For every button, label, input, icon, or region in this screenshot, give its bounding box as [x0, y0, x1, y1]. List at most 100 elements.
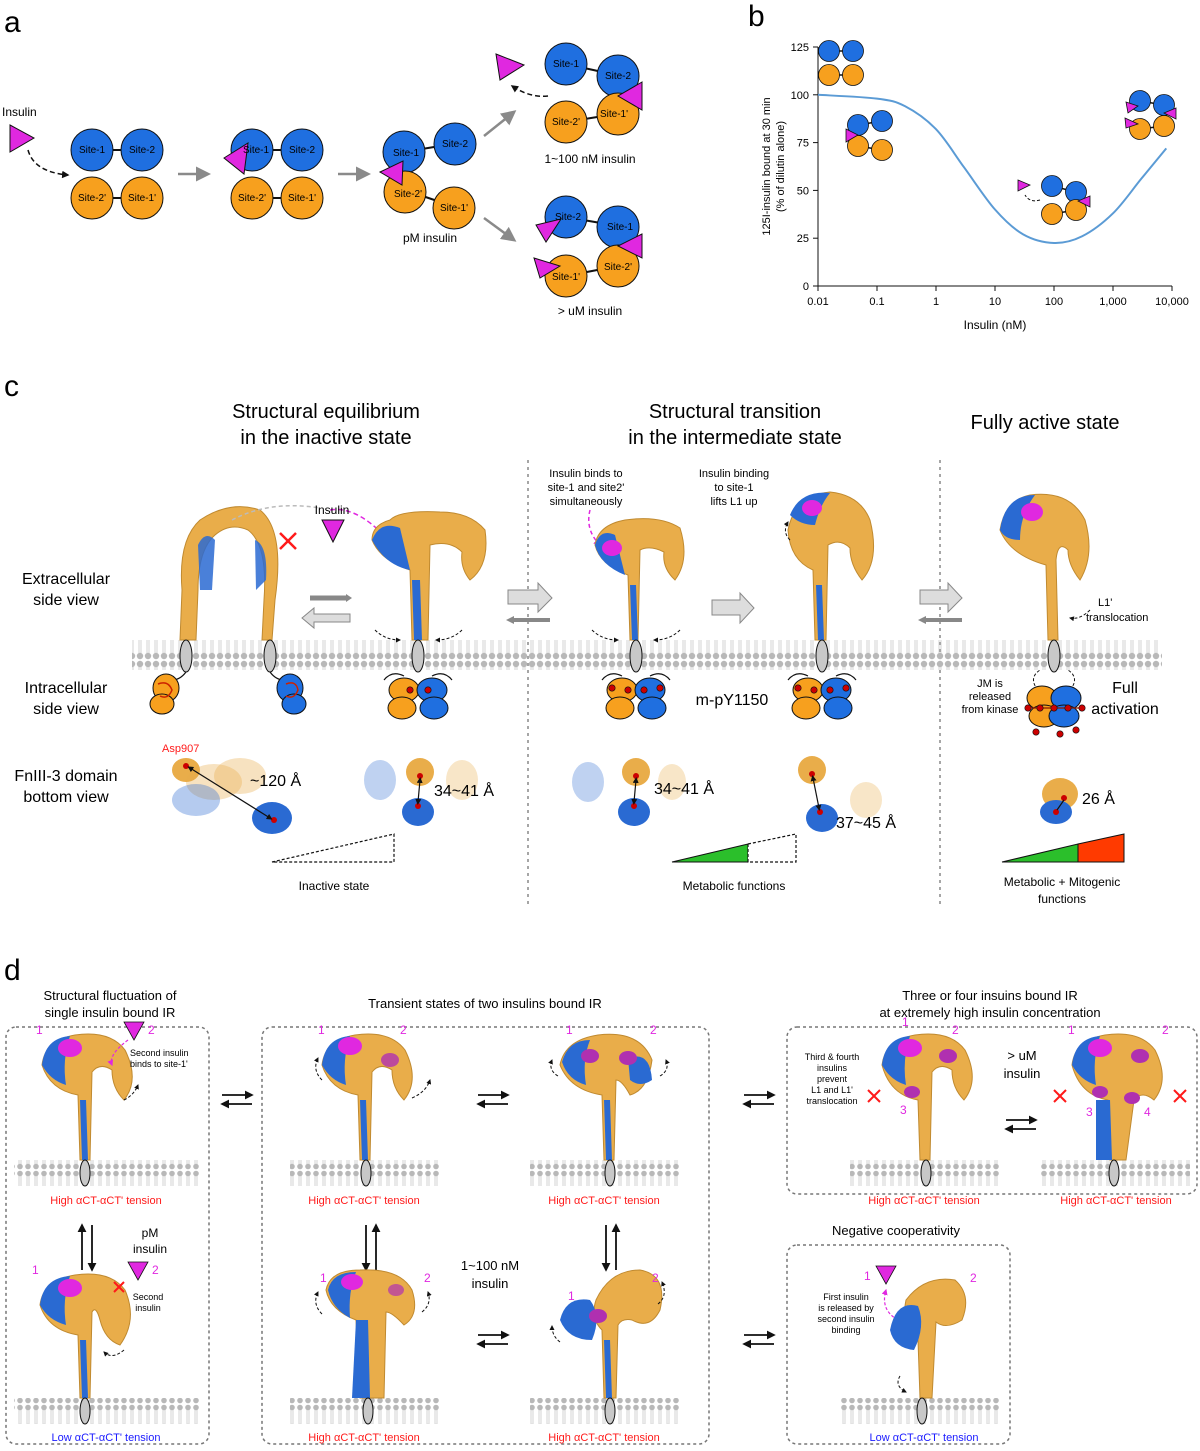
title-inactive-2: in the inactive state [240, 427, 411, 449]
equilibrium-horizontal-4 [742, 1090, 776, 1349]
kinase-dimer-1 [383, 673, 453, 720]
metabolic-functions-label: Metabolic functions [683, 879, 786, 893]
x-tick-label: 0.1 [869, 296, 884, 308]
insulin-triangle-icon [875, 1265, 897, 1285]
box-single-insulin [5, 1026, 210, 1445]
note-text: from kinase [962, 704, 1019, 716]
insulin-number: 1 [32, 1263, 39, 1277]
receptor-d3: 1 2 High αCT-αCT' tension [308, 1023, 432, 1207]
tension-high-label: High αCT-αCT' tension [308, 1195, 419, 1207]
row-intracellular-2: side view [33, 701, 99, 718]
receptor-state-nm: Site-1 Site-2 Site-2' Site-1' 1~100 nM i… [495, 42, 643, 166]
note-text: binds to site-1' [130, 1059, 188, 1069]
x-tick-label: 1 [933, 296, 939, 308]
insulin-number: 1 [320, 1271, 327, 1285]
site-1-label: Site-1 [393, 148, 420, 159]
activity-wedge-metabolic: Metabolic functions [671, 833, 797, 893]
receptor-d9: First insulin is released by second insu… [817, 1265, 978, 1444]
row-intracellular: Intracellular [25, 680, 108, 697]
box3-title: Three or four insuins bound IR [902, 988, 1078, 1003]
fniii-view-2: 34~41 Å [364, 758, 494, 826]
pm-insulin-label: pM insulin [403, 231, 457, 245]
box-two-insulins [261, 1026, 710, 1445]
site-1p-label: Site-1' [128, 193, 156, 204]
insulin-number: 4 [1144, 1105, 1151, 1119]
panel-b-label: b [748, 0, 765, 33]
x-tick-label: 10,000 [1155, 296, 1189, 308]
insulin-number: 2 [152, 1263, 159, 1277]
note-text: to site-1 [714, 482, 753, 494]
receptor-d2: 1 2 Second insulin Low αCT-αCT' tension [32, 1261, 163, 1444]
site-2-label: Site-2 [289, 145, 316, 156]
receptor-d6: 1 2 High αCT-αCT' tension [548, 1269, 666, 1444]
panel-c: c Structural equilibrium in the inactive… [4, 370, 1162, 906]
site-1p-label: Site-1' [288, 193, 316, 204]
um-transition: > uM insulin [1004, 1048, 1040, 1134]
insulin-number: 2 [1162, 1023, 1169, 1037]
site-2p-label: Site-2' [238, 193, 266, 204]
distance-label: 34~41 Å [434, 781, 494, 800]
site-2p-label: Site-2' [78, 193, 106, 204]
nm-label-2: insulin [472, 1276, 509, 1291]
pm-label: pM [142, 1226, 159, 1240]
insulin-number: 3 [1086, 1105, 1093, 1119]
insulin-triangle-icon [123, 1021, 145, 1041]
receptor-inactive-open [371, 511, 487, 673]
note-text: Second insulin [130, 1048, 189, 1058]
x-tick-label: 100 [1045, 296, 1063, 308]
site-1-label: Site-1 [79, 145, 106, 156]
tension-high-label: High αCT-αCT' tension [308, 1432, 419, 1444]
insulin-number: 1 [1068, 1023, 1075, 1037]
binding-curve [817, 93, 1168, 244]
title-intermediate-2: in the intermediate state [628, 427, 841, 449]
y-tick-label: 50 [797, 185, 809, 197]
fniii-view-3: 34~41 Å [572, 758, 714, 826]
insulin-label: Insulin [2, 105, 37, 119]
receptor-d5: 1 2 High αCT-αCT' tension [308, 1269, 432, 1444]
box2-title: Transient states of two insulins bound I… [368, 996, 602, 1011]
site-1-label: Site-1 [607, 222, 634, 233]
activity-wedge-inactive: Inactive state [271, 833, 395, 893]
receptor-state-2: Site-1 Site-2 Site-2' Site-1' [223, 128, 324, 220]
panel-a-label: a [4, 6, 21, 39]
nm-insulin-label: 1~100 nM insulin [544, 152, 635, 166]
receptor-state-um: Site-2 Site-1 Site-1' Site-2' > uM insul… [533, 195, 643, 318]
receptor-d7: Third & fourth insulins prevent L1 and L… [805, 1015, 980, 1207]
receptor-active: L1' translocation [999, 493, 1148, 673]
note-text: Insulin binds to [549, 468, 622, 480]
box-three-four-insulins [786, 1026, 1198, 1195]
note-text: simultaneously [550, 496, 623, 508]
site-2-label: Site-2 [555, 212, 582, 223]
box3-title-2: at extremely high insulin concentration [879, 1005, 1100, 1020]
site-2-label: Site-2 [442, 139, 469, 150]
insulin-number: 2 [652, 1271, 659, 1285]
box-negative-cooperativity [786, 1244, 1011, 1445]
note-text: First insulin [823, 1292, 869, 1302]
note-text: second insulin [817, 1314, 874, 1324]
receptor-state-3: Site-1 Site-2 Site-2' Site-1' pM insulin [378, 122, 477, 245]
asp907-label: Asp907 [162, 743, 199, 755]
panel-c-label: c [4, 370, 19, 403]
distance-label: 26 Å [1082, 789, 1115, 808]
mitogenic-label-2: functions [1038, 892, 1086, 906]
chart-icon-one-insulin [845, 110, 893, 161]
transition-arrow-icon [507, 581, 553, 614]
x-tick-label: 1,000 [1099, 296, 1127, 308]
step-arrow-icon [483, 110, 517, 137]
panel-a: a Insulin Site-1 Site-2 Site-2' Site-1' [2, 6, 643, 318]
insulin-number: 2 [148, 1023, 155, 1037]
tension-high-label: High αCT-αCT' tension [548, 1432, 659, 1444]
inactive-state-label: Inactive state [299, 879, 370, 893]
membrane [14, 1398, 199, 1424]
fniii-view-4: 37~45 Å [798, 756, 896, 832]
note-text: insulin [135, 1303, 161, 1313]
receptor-d8: 1 2 3 4 High αCT-αCT' tension [1053, 1023, 1187, 1207]
y-axis-label: 125I-insulin bound at 30 min [761, 97, 773, 235]
insulin-number: 2 [952, 1023, 959, 1037]
title-active: Fully active state [971, 412, 1120, 434]
kinase-inactive-2 [269, 671, 307, 715]
insulin-triangle-icon [321, 519, 345, 544]
insulin-label: Insulin [315, 503, 350, 517]
site-1-label: Site-1 [553, 59, 580, 70]
